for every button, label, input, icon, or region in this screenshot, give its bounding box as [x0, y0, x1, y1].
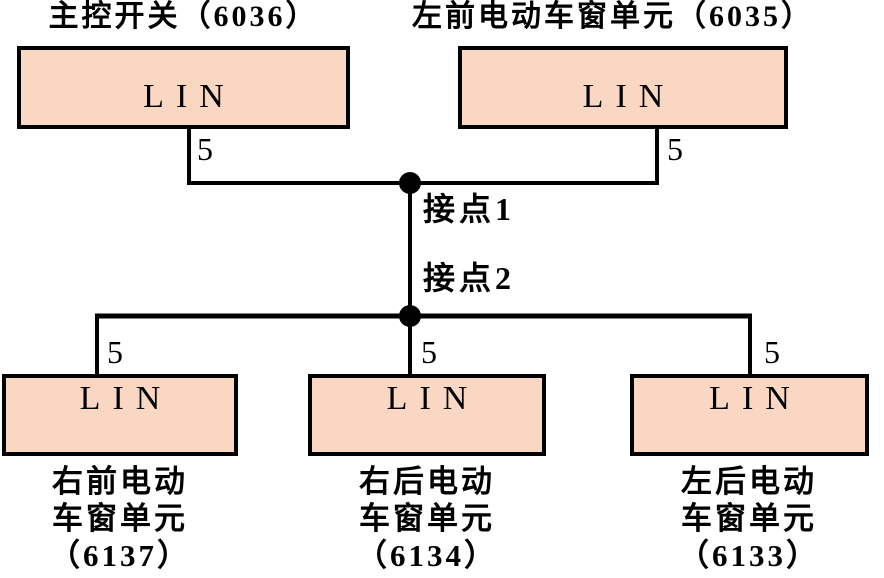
caption-line: 车窗单元 [52, 501, 188, 536]
rear-right-window-caption: 右后电动 车窗单元 （6134） [307, 463, 547, 574]
rear-left-window-pin-number: 5 [764, 334, 780, 370]
front-right-window-caption: 右前电动 车窗单元 （6137） [0, 463, 240, 574]
front-left-window-lin-port: LIN [582, 77, 676, 115]
rear-right-window-lin-port: LIN [386, 380, 480, 417]
caption-line: 右后电动 [359, 464, 495, 499]
rear-right-window-box: LIN [308, 374, 546, 456]
junction2-dot [399, 305, 421, 327]
caption-line: 右前电动 [52, 464, 188, 499]
master-switch-box: LIN [17, 46, 350, 129]
rear-left-window-lin-port: LIN [709, 380, 802, 417]
caption-line: 车窗单元 [681, 501, 817, 536]
junction1-label: 接点1 [423, 191, 516, 227]
master-switch-pin-number: 5 [197, 131, 213, 167]
rear-left-window-box: LIN [630, 374, 869, 456]
junction2-label: 接点2 [423, 260, 516, 296]
front-right-window-lin-port: LIN [79, 380, 173, 417]
front-right-window-pin-number: 5 [107, 334, 123, 370]
front-left-window-title: 左前电动车窗单元（6035） [412, 0, 814, 33]
front-right-window-box: LIN [2, 374, 238, 456]
rear-right-window-pin-number: 5 [421, 334, 437, 370]
front-left-window-pin-number: 5 [667, 131, 683, 167]
rear-left-window-caption: 左后电动 车窗单元 （6133） [629, 463, 869, 574]
caption-line: 车窗单元 [359, 501, 495, 536]
master-switch-title: 主控开关（6036） [48, 0, 319, 33]
front-left-window-box: LIN [458, 46, 788, 129]
caption-line: （6133） [678, 538, 820, 573]
caption-line: 左后电动 [681, 464, 817, 499]
junction1-dot [399, 172, 421, 194]
master-switch-lin-port: LIN [143, 77, 236, 115]
caption-line: （6134） [356, 538, 498, 573]
caption-line: （6137） [49, 538, 191, 573]
